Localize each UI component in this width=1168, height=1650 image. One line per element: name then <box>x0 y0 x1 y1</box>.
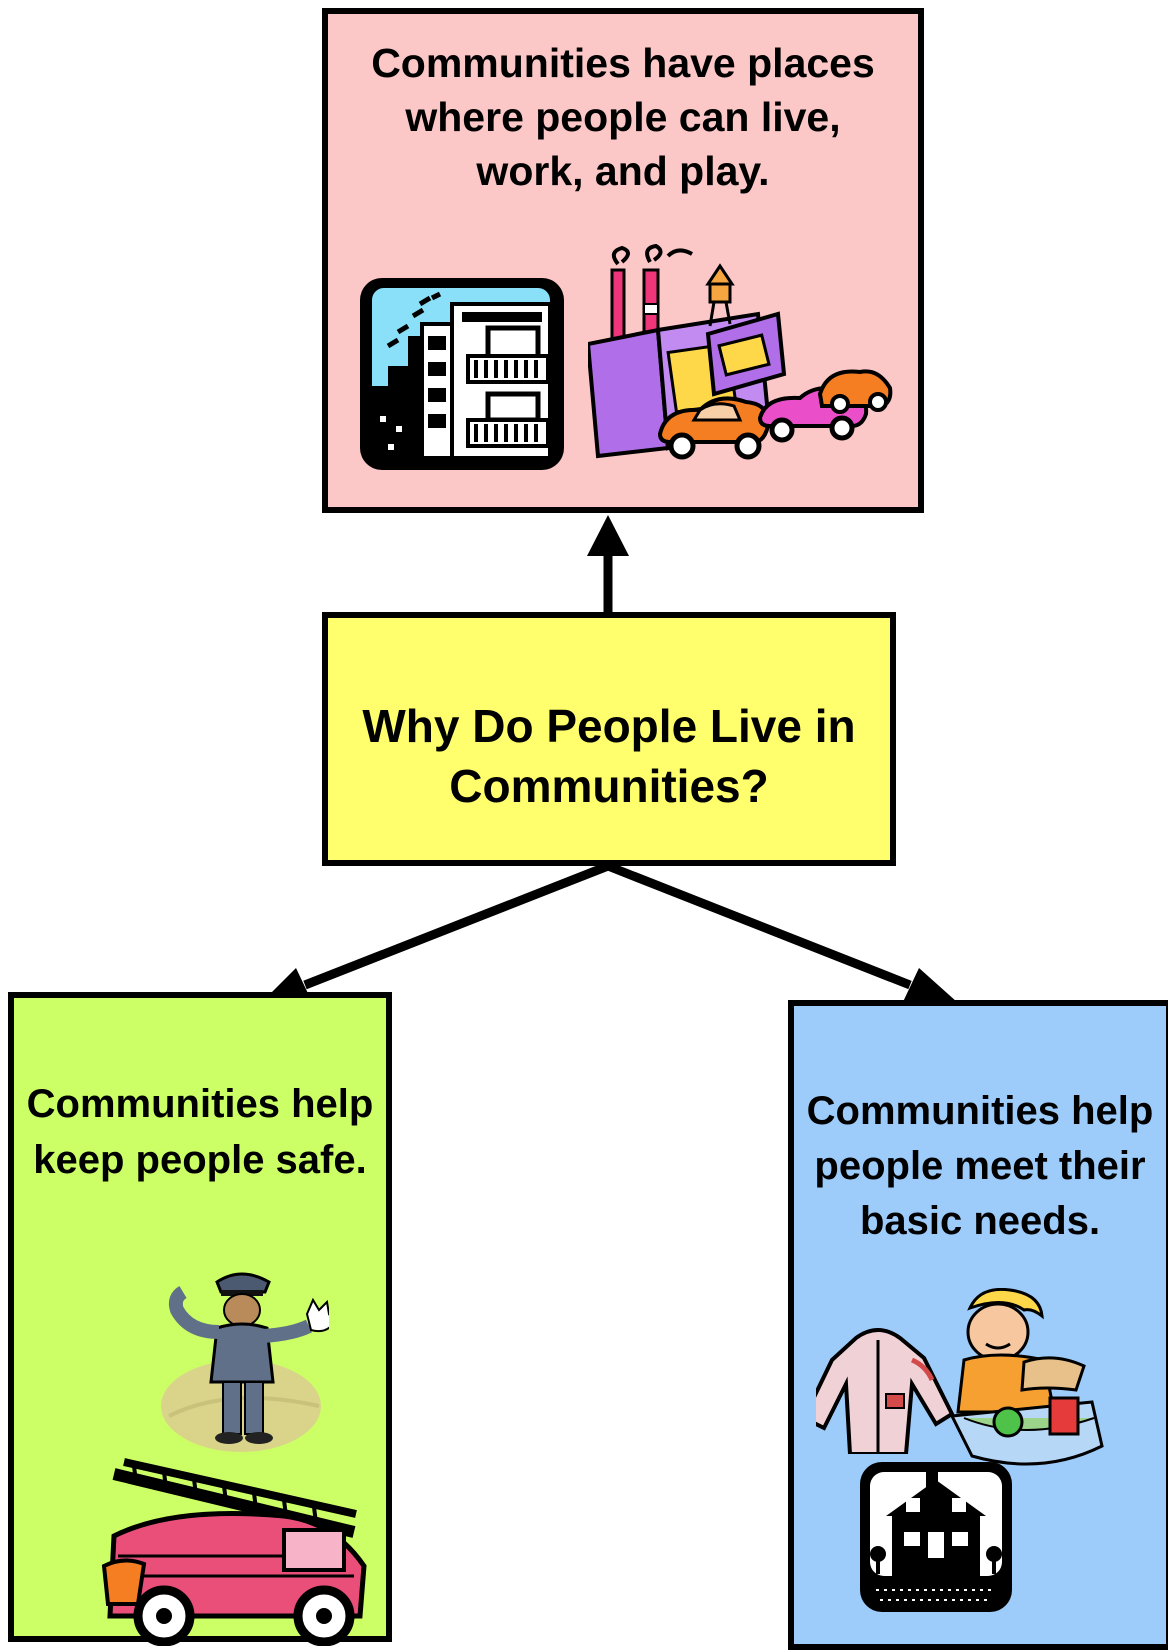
cars-icon <box>657 369 893 460</box>
safety-box: Communities help keep people safe. <box>8 992 392 1646</box>
arrow-left <box>262 861 610 1004</box>
safety-text: Communities help keep people safe. <box>26 1082 374 1182</box>
arrow-right <box>606 861 957 1004</box>
fire-truck-icon <box>101 1458 367 1646</box>
places-box: Communities have places where people can… <box>322 8 924 513</box>
police-officer-icon <box>161 1272 329 1452</box>
child-eating-icon <box>949 1288 1104 1466</box>
arrow-up <box>587 515 629 612</box>
places-text: Communities have places where people can… <box>371 40 875 194</box>
central-question-text: Why Do People Live in Communities? <box>362 700 856 812</box>
house-icon <box>860 1462 1012 1612</box>
apartment-building-icon <box>360 278 564 470</box>
basic-needs-box: Communities help people meet their basic… <box>788 1000 1168 1650</box>
central-question-box: Why Do People Live in Communities? <box>322 612 896 866</box>
jacket-icon <box>816 1328 955 1454</box>
basic-needs-text: Communities help people meet their basic… <box>806 1089 1154 1243</box>
